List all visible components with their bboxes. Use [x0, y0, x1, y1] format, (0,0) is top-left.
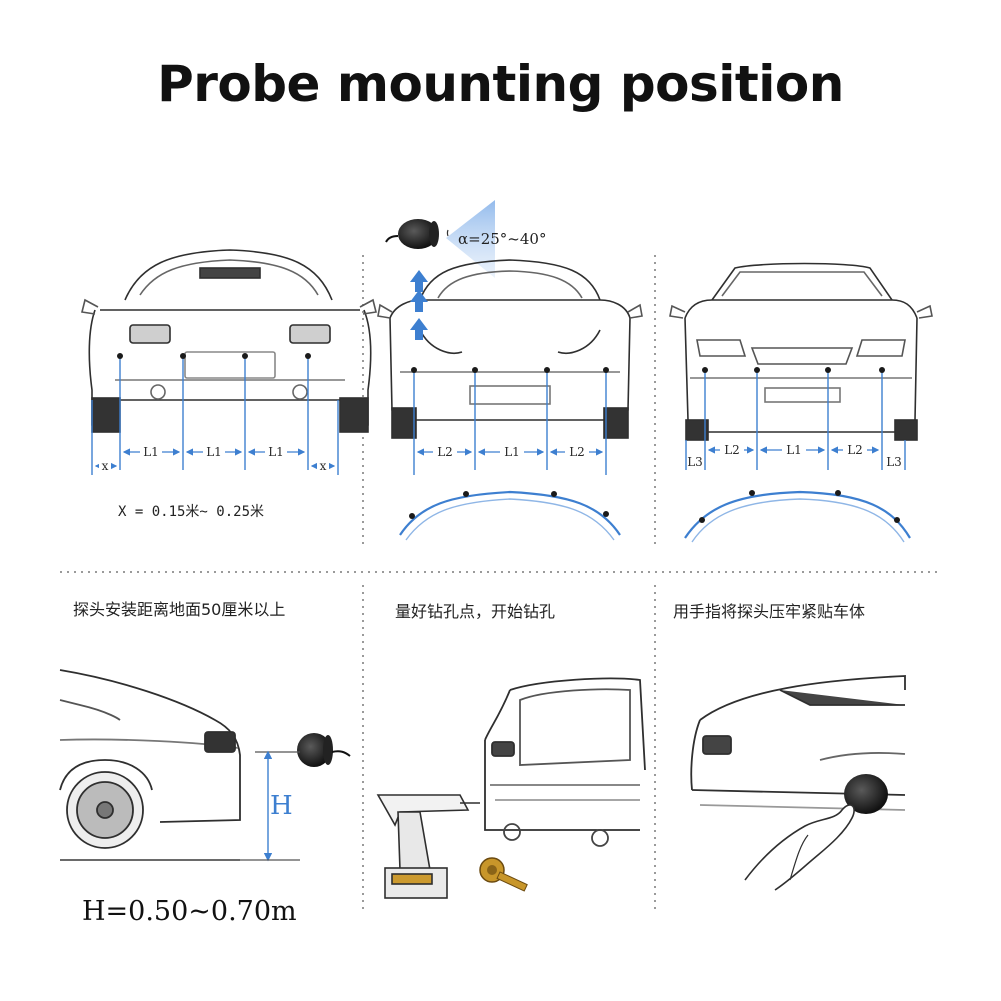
dimension-label-l1: L1	[504, 445, 520, 459]
dimension-label-l3: L3	[687, 455, 703, 469]
dimension-label-l1: L1	[786, 443, 802, 457]
angle-range-label: α=25°~40°	[458, 230, 546, 248]
dimension-label-l1: L1	[268, 445, 284, 459]
probe-sensor-icon	[297, 733, 331, 767]
dimension-label-l2: L2	[569, 445, 585, 459]
drill-icon	[376, 794, 480, 899]
rear-sensor-point	[117, 353, 123, 359]
dimension-label-l1: L1	[143, 445, 159, 459]
dividers	[60, 255, 942, 912]
step-caption-press: 用手指将探头压牢紧贴车体	[673, 602, 866, 621]
angle-indicator: α=25°~40°	[385, 200, 546, 278]
height-range-note: H=0.50~0.70m	[82, 896, 297, 927]
x-distance-note: X = 0.15米~ 0.25米	[118, 504, 264, 520]
height-indicator: H	[240, 733, 351, 862]
rear-sensor-point	[305, 353, 311, 359]
dimension-label-x: x	[320, 459, 327, 473]
dimension-label-l1: L1	[206, 445, 222, 459]
page-title: Probe mounting position	[157, 55, 844, 113]
dimension-label-l2: L2	[724, 443, 740, 457]
finger-press-illustration	[744, 774, 888, 891]
rear-sensor-point	[180, 353, 186, 359]
front-bumper-arc	[399, 490, 621, 541]
step-caption-drill: 量好钻孔点，开始钻孔	[395, 602, 556, 621]
step-caption-height: 探头安装距离地面50厘米以上	[73, 600, 286, 619]
side-car-illustration	[59, 669, 241, 861]
rear-car-illustration	[81, 249, 377, 433]
rear-bumper-illustration	[690, 675, 906, 811]
sedan-sensor-markers: L2 L1 L2 L3 L3	[685, 367, 906, 470]
rear-sensor-markers: L1 L1 L1 x x	[91, 353, 339, 475]
drill-bit-icon	[479, 857, 528, 892]
sedan-bumper-arc	[684, 490, 911, 543]
probe-sensor-icon	[844, 774, 888, 814]
dimension-label-l3: L3	[886, 455, 902, 469]
dimension-label-l2: L2	[847, 443, 863, 457]
front-up-arrows	[410, 270, 428, 340]
sedan-car-illustration	[669, 262, 933, 441]
rear-sensor-point	[242, 353, 248, 359]
height-label: H	[270, 791, 293, 821]
probe-sensor-icon	[398, 219, 438, 249]
dimension-label-x: x	[102, 459, 109, 473]
front-sensor-markers: L2 L1 L2	[411, 367, 609, 475]
dimension-label-l2: L2	[437, 445, 453, 459]
front-car-illustration	[377, 259, 643, 439]
rear-trunk-illustration	[484, 677, 646, 847]
